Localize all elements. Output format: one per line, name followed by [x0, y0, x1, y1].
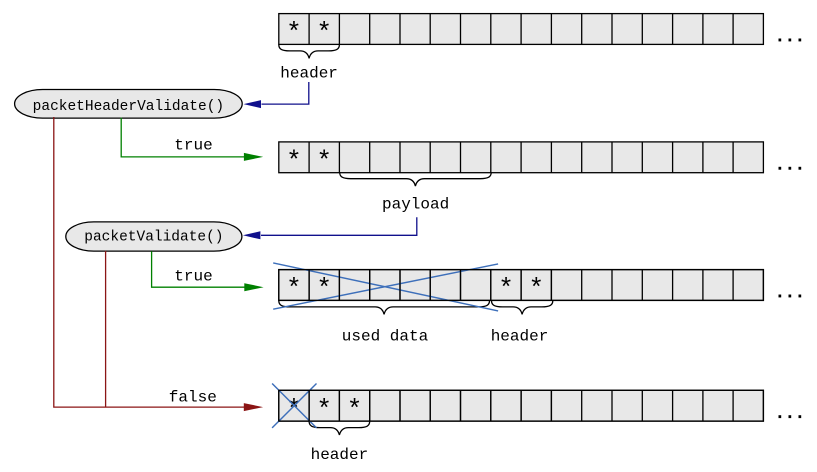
- svg-text:*: *: [286, 147, 302, 177]
- svg-text:true: true: [174, 137, 212, 155]
- svg-text:false: false: [169, 389, 217, 407]
- svg-text:packetHeaderValidate(): packetHeaderValidate(): [33, 99, 224, 115]
- svg-text:*: *: [286, 18, 302, 48]
- svg-text:header: header: [280, 65, 338, 83]
- svg-text:payload: payload: [382, 196, 449, 214]
- svg-text:*: *: [528, 274, 544, 304]
- svg-text:packetValidate(): packetValidate(): [84, 229, 223, 245]
- svg-text:*: *: [316, 274, 332, 304]
- svg-text:*: *: [286, 274, 302, 304]
- svg-text:*: *: [347, 395, 363, 425]
- svg-text:used data: used data: [342, 328, 429, 346]
- svg-text:*: *: [316, 147, 332, 177]
- svg-text:true: true: [174, 267, 212, 285]
- svg-text:header: header: [491, 328, 549, 346]
- svg-text:*: *: [498, 274, 514, 304]
- svg-text:header: header: [311, 446, 369, 464]
- svg-text:*: *: [316, 18, 332, 48]
- svg-text:*: *: [316, 395, 332, 425]
